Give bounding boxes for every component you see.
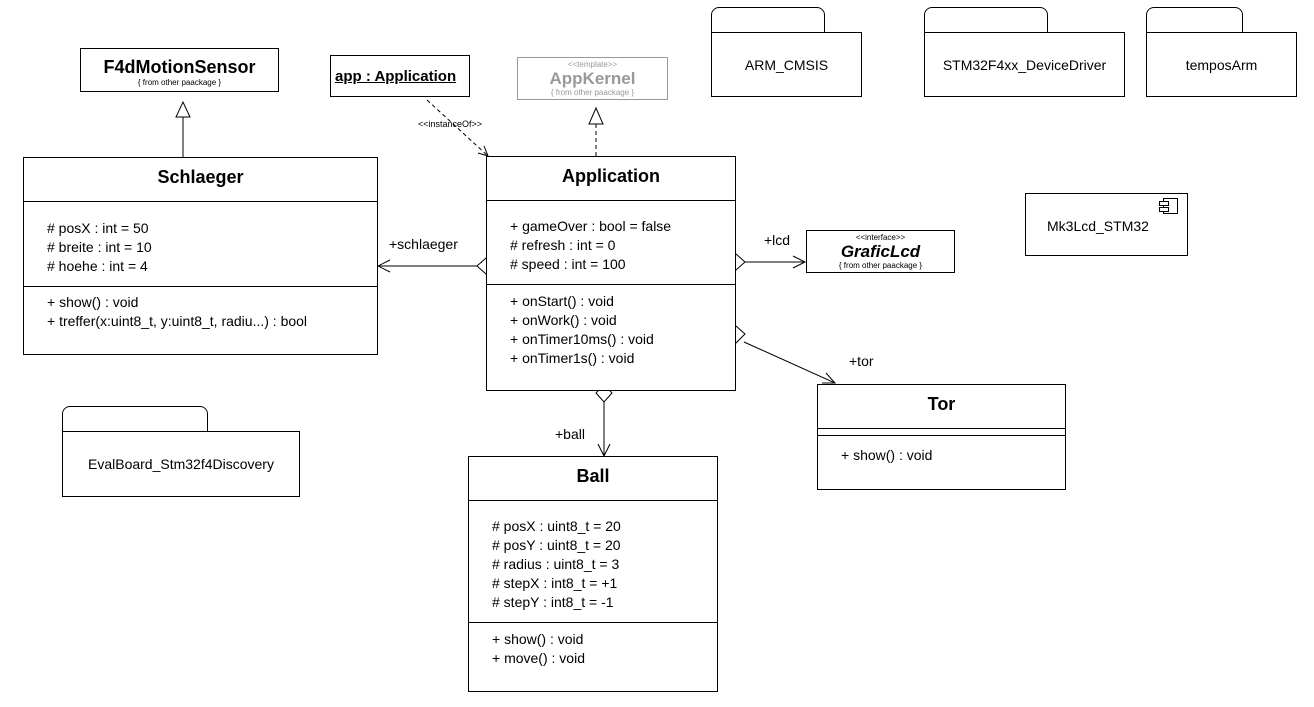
ball-attr: # stepY : int8_t = -1 (492, 594, 614, 610)
component-mk3lcd[interactable]: Mk3Lcd_STM32 (1025, 193, 1188, 256)
package-tab-stm (924, 7, 1048, 33)
package-temposarm[interactable]: temposArm (1146, 32, 1297, 97)
application-op: + onTimer10ms() : void (510, 331, 654, 347)
schlaeger-attributes: # posX : int = 50 # breite : int = 10 # … (47, 219, 152, 276)
appkernel-stereotype: <<template>> (567, 60, 618, 69)
schlaeger-class[interactable]: Schlaeger # posX : int = 50 # breite : i… (23, 157, 378, 355)
f4dmotionsensor-note: { from other paackage } (137, 78, 222, 87)
package-arm-cmsis[interactable]: ARM_CMSIS (711, 32, 862, 97)
schlaeger-operations: + show() : void + treffer(x:uint8_t, y:u… (47, 293, 307, 331)
package-evalboard-label: EvalBoard_Stm32f4Discovery (88, 456, 274, 472)
app-instance[interactable]: app : Application (330, 55, 470, 97)
package-stm-label: STM32F4xx_DeviceDriver (942, 56, 1107, 73)
application-class[interactable]: Application + gameOver : bool = false # … (486, 156, 736, 391)
ball-op: + move() : void (492, 650, 585, 666)
instanceof-label: <<instanceOf>> (418, 119, 483, 129)
ball-attr: # stepX : int8_t = +1 (492, 575, 618, 591)
package-tab-tempos (1146, 7, 1243, 33)
schlaeger-op: + treffer(x:uint8_t, y:uint8_t, radiu...… (47, 313, 308, 329)
schlaeger-op: + show() : void (47, 294, 139, 310)
tor-role-label: +tor (849, 353, 874, 369)
ball-attr: # posY : uint8_t = 20 (492, 537, 621, 553)
ball-attributes: # posX : uint8_t = 20 # posY : uint8_t =… (492, 517, 621, 612)
schlaeger-attr: # hoehe : int = 4 (47, 258, 148, 274)
generalization-arrow-f4d (175, 100, 191, 118)
ball-operations: + show() : void + move() : void (492, 630, 585, 668)
appkernel-template[interactable]: <<template>> AppKernel { from other paac… (517, 57, 668, 100)
package-tab-arm (711, 7, 825, 33)
application-operations: + onStart() : void + onWork() : void + o… (510, 292, 654, 368)
ball-op: + show() : void (492, 631, 584, 647)
schlaeger-attr: # breite : int = 10 (47, 239, 152, 255)
schlaeger-arrowhead (376, 259, 391, 273)
graficlcd-stereotype: <<interface>> (855, 233, 906, 242)
application-name: Application (562, 166, 660, 186)
ball-attr: # posX : uint8_t = 20 (492, 518, 621, 534)
schlaeger-attr: # posX : int = 50 (47, 220, 149, 236)
lcd-role-label: +lcd (764, 232, 791, 248)
tor-class[interactable]: Tor + show() : void (817, 384, 1066, 490)
package-tab-evalboard (62, 406, 208, 432)
ball-class[interactable]: Ball # posX : uint8_t = 20 # posY : uint… (468, 456, 718, 692)
ball-name: Ball (576, 466, 610, 486)
schlaeger-role-label: +schlaeger (389, 236, 458, 252)
graficlcd-note: { from other paackage } (838, 261, 923, 270)
appkernel-name: AppKernel (549, 69, 636, 88)
app-instance-name: app : Application (335, 68, 457, 85)
graficlcd-name: GraficLcd (840, 242, 921, 261)
package-tempos-label: temposArm (1185, 56, 1258, 73)
tor-name: Tor (927, 394, 956, 414)
component-name: Mk3Lcd_STM32 (1047, 218, 1149, 234)
f4dmotionsensor-class[interactable]: F4dMotionSensor { from other paackage } (80, 48, 279, 92)
application-op: + onWork() : void (510, 312, 617, 328)
f4dmotionsensor-name: F4dMotionSensor (103, 57, 256, 77)
ball-role-label: +ball (555, 426, 585, 442)
realization-arrow-appkernel (588, 106, 604, 125)
schlaeger-name: Schlaeger (157, 167, 244, 187)
tor-arrowhead (822, 372, 837, 384)
component-icon (1159, 198, 1178, 214)
application-attr: # speed : int = 100 (510, 256, 626, 272)
application-attr: # refresh : int = 0 (510, 237, 616, 253)
package-evalboard[interactable]: EvalBoard_Stm32f4Discovery (62, 431, 300, 497)
application-attr: + gameOver : bool = false (510, 218, 672, 234)
appkernel-note: { from other paackage } (550, 88, 635, 97)
application-attributes: + gameOver : bool = false # refresh : in… (510, 217, 671, 274)
ball-attr: # radius : uint8_t = 3 (492, 556, 620, 572)
tor-operations: + show() : void (841, 446, 932, 465)
lcd-arrowhead (792, 255, 807, 269)
application-op: + onTimer1s() : void (510, 350, 635, 366)
package-arm-label: ARM_CMSIS (744, 56, 829, 73)
application-op: + onStart() : void (510, 293, 614, 309)
graficlcd-interface[interactable]: <<interface>> GraficLcd { from other paa… (806, 230, 955, 273)
tor-association-line (743, 341, 836, 384)
tor-op: + show() : void (841, 447, 933, 463)
package-stm32-devicedriver[interactable]: STM32F4xx_DeviceDriver (924, 32, 1125, 97)
